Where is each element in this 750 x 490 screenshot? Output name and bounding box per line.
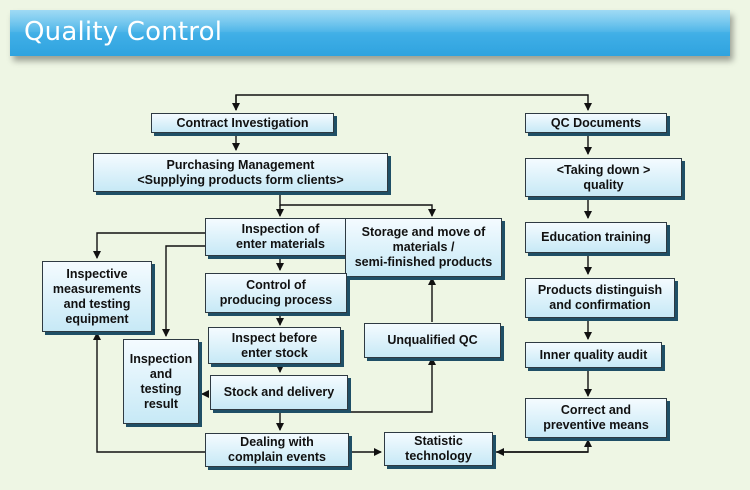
header-gloss bbox=[10, 10, 730, 32]
node-inspection-testing-result: Inspection and testing result bbox=[123, 339, 199, 424]
header-banner: Quality Control bbox=[10, 10, 730, 56]
node-unqualified-qc: Unqualified QC bbox=[364, 323, 501, 358]
node-inner-quality-audit: Inner quality audit bbox=[525, 342, 662, 368]
connector-top-left bbox=[235, 94, 592, 111]
node-products-distinguish: Products distinguish and confirmation bbox=[525, 278, 675, 318]
node-inspection-enter-materials: Inspection of enter materials bbox=[205, 218, 356, 256]
node-purchasing-management: Purchasing Management <Supplying product… bbox=[93, 153, 388, 192]
node-dealing-complain: Dealing with complain events bbox=[205, 433, 349, 467]
node-qc-documents: QC Documents bbox=[525, 113, 667, 133]
node-taking-down-quality: <Taking down > quality bbox=[525, 158, 682, 197]
connector-to-inspection-result bbox=[162, 245, 205, 337]
node-stock-delivery: Stock and delivery bbox=[210, 375, 348, 410]
node-contract-investigation: Contract Investigation bbox=[151, 113, 334, 133]
node-correct-preventive: Correct and preventive means bbox=[525, 398, 667, 438]
node-education-training: Education training bbox=[525, 222, 667, 253]
node-inspective-equipment: Inspective measurements and testing equi… bbox=[42, 261, 152, 332]
connector-stock-unqualified bbox=[348, 357, 436, 413]
node-storage-move: Storage and move of materials / semi-fin… bbox=[345, 218, 502, 277]
connector-dealing-inspective bbox=[93, 332, 205, 453]
page-title: Quality Control bbox=[24, 17, 223, 47]
node-statistic-technology: Statistic technology bbox=[384, 432, 493, 466]
connector-purchasing-split bbox=[279, 192, 436, 217]
node-inspect-before-stock: Inspect before enter stock bbox=[208, 327, 341, 364]
node-control-producing-process: Control of producing process bbox=[205, 273, 347, 313]
connector-to-inspective bbox=[93, 232, 205, 259]
connector-statistic-correct bbox=[493, 439, 592, 453]
